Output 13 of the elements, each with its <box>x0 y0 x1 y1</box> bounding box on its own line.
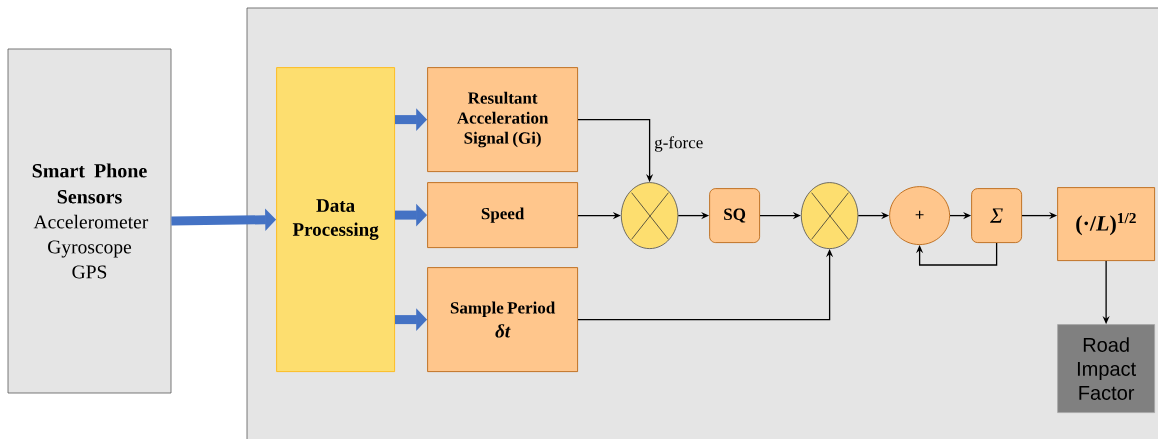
data-processing-box: Data Processing <box>276 67 395 372</box>
summation-box: Σ <box>971 188 1022 243</box>
square-box: SQ <box>709 188 760 243</box>
output-box: Road Impact Factor <box>1057 324 1155 413</box>
process-box: Sample Period δt <box>427 267 578 372</box>
multiplier-circle <box>620 182 679 249</box>
multiplier-circle <box>800 182 859 249</box>
formula-box: (·/L)$^{1/2}$ <box>1057 187 1155 261</box>
process-box: Speed <box>427 182 578 248</box>
arrow <box>916 242 998 266</box>
sensor-box: Smart Phone Sensors Accelerometer Gyroscope GPS <box>7 48 172 394</box>
edge-label: g-force <box>653 135 705 153</box>
process-box: Resultant Acceleration Signal (Gi) <box>427 67 578 172</box>
